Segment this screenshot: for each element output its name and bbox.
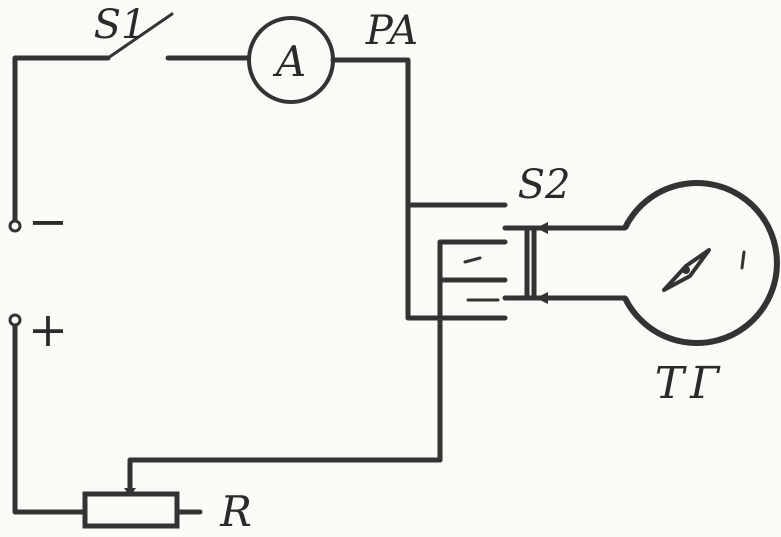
switch-s2-frame — [437, 239, 508, 463]
switch-s1-blade — [106, 12, 174, 60]
wire-minus-to-s1 — [12, 55, 111, 225]
galvanometer-label: ТГ — [655, 358, 725, 409]
wire-s2-inner — [405, 202, 508, 321]
wire-ammeter-to-s2 — [330, 57, 508, 208]
s2-bridge — [524, 227, 537, 301]
rheostat-slider-arrow — [124, 488, 136, 496]
terminal-minus — [8, 219, 22, 233]
switch-s2-label: S2 — [518, 162, 571, 208]
wire-s2-to-rheostat — [127, 457, 443, 495]
wire-plus-to-rheostat — [12, 319, 88, 515]
compass-pivot — [682, 266, 690, 274]
switch-s1-label: S1 — [94, 2, 147, 48]
terminal-plus — [8, 313, 22, 327]
rheostat-label: R — [219, 487, 252, 536]
compass-needle-icon — [662, 248, 711, 292]
galvanometer-scale-mark — [740, 250, 746, 270]
switch-s2-contact-top — [463, 256, 482, 264]
ammeter-ref-label: PA — [365, 8, 418, 54]
rheostat-body — [82, 491, 180, 529]
lead-arrow-top — [536, 222, 548, 234]
terminal-minus-sign: − — [28, 194, 68, 250]
galvanometer-body — [622, 180, 780, 346]
lead-arrow-bottom — [536, 292, 548, 304]
terminal-plus-sign: + — [28, 302, 68, 358]
ammeter-symbol: A — [272, 37, 306, 86]
